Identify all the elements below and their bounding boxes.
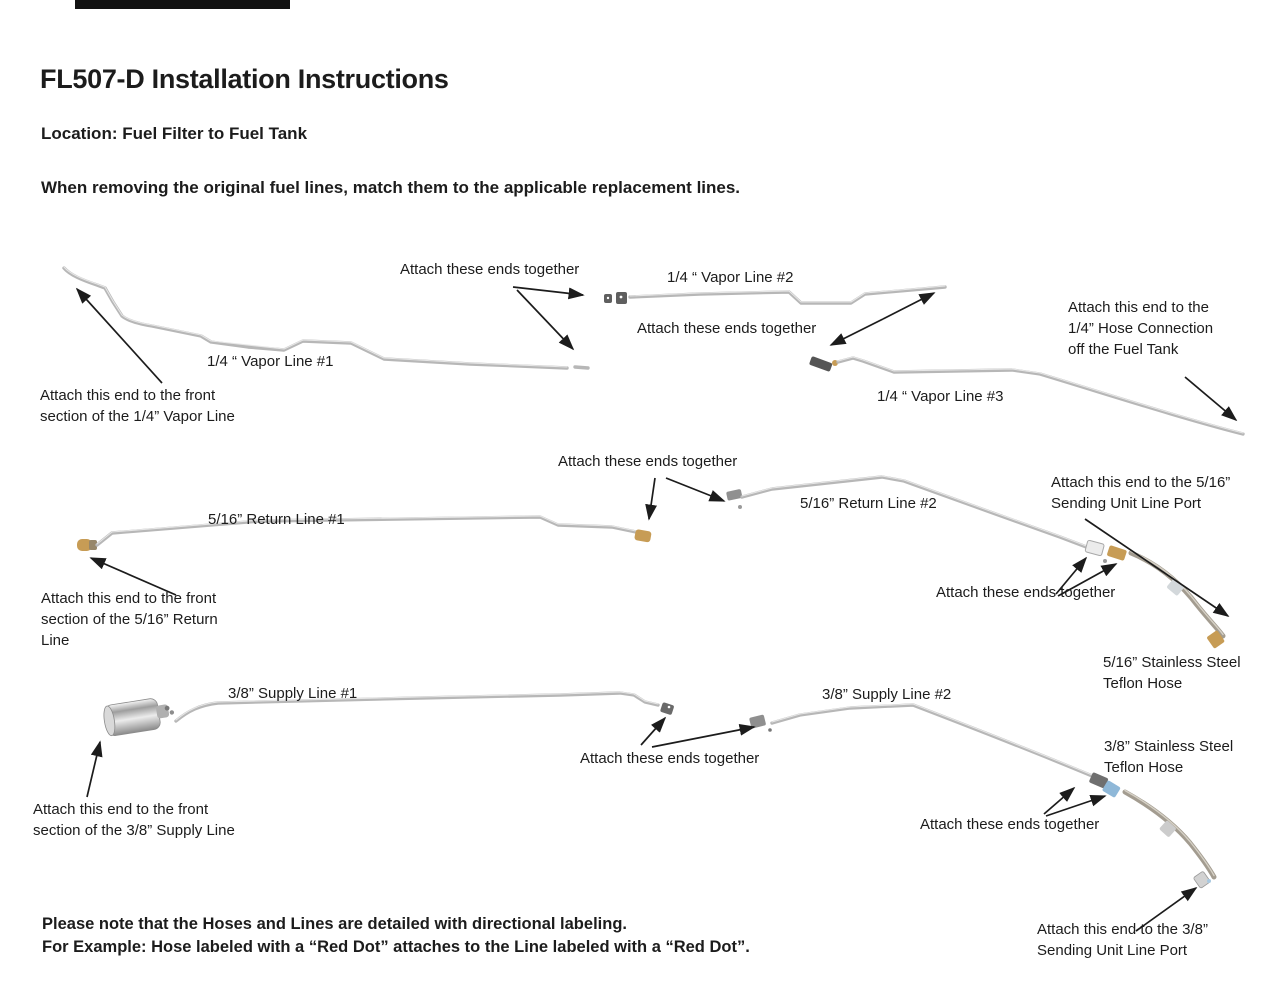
vapor-line-1-label: 1/4 “ Vapor Line #1 [207,353,334,370]
supply-stainless-hose-graphic [1122,789,1217,889]
vapor-tank-note: Attach this end to the 1/4” Hose Connect… [1068,299,1214,358]
fuel-filter-graphic [103,698,175,737]
arrow [1084,518,1230,617]
vapor-attach-ends-note-2: Attach these ends together [637,320,817,337]
vapor-line-3-graphic [809,356,1245,436]
arrow [829,318,884,346]
supply-front-note: Attach this end to the front section of … [33,801,235,839]
arrow [1135,887,1198,932]
return-line-1-label: 5/16” Return Line #1 [208,511,345,528]
return-line-2-graphic [726,475,1127,563]
intro-line: When removing the original fuel lines, m… [41,178,741,197]
arrow [75,287,163,384]
arrow [516,289,575,351]
arrow [1043,786,1076,815]
vapor-line-1-graphic [62,266,590,370]
arrow [1057,563,1118,597]
supply-hose-label: 3/8” Stainless Steel Teflon Hose [1104,738,1234,776]
arrow [89,557,177,596]
redacted-logo-bar [75,0,290,9]
supply-attach-ends-note-2: Attach these ends together [920,816,1100,833]
return-stainless-hose-graphic [1128,550,1226,649]
return-front-note: Attach this end to the front section of … [41,590,218,649]
return-attach-ends-note-2: Attach these ends together [936,584,1116,601]
supply-attach-ends-note-1: Attach these ends together [580,750,760,767]
return-line-2-label: 5/16” Return Line #2 [800,495,937,512]
vapor-line-2-graphic [604,285,947,305]
page-title: FL507-D Installation Instructions [40,64,449,94]
arrows-layer [75,286,1238,932]
footer-note-line-2: For Example: Hose labeled with a “Red Do… [42,938,750,956]
return-sending-unit-note: Attach this end to the 5/16” Sending Uni… [1051,474,1231,512]
supply-sending-unit-note: Attach this end to the 3/8” Sending Unit… [1037,921,1208,959]
vapor-line-3-label: 1/4 “ Vapor Line #3 [877,388,1004,405]
return-attach-ends-note-1: Attach these ends together [558,453,738,470]
supply-line-1-label: 3/8” Supply Line #1 [228,685,358,702]
arrow [645,477,657,521]
arrow [86,740,103,798]
return-hose-label: 5/16” Stainless Steel Teflon Hose [1103,654,1241,692]
arrow [1055,556,1088,595]
vapor-line-2-label: 1/4 “ Vapor Line #2 [667,269,794,286]
arrow [882,292,936,320]
arrow [665,477,726,502]
arrow [640,716,667,746]
arrow [512,286,585,300]
vapor-attach-ends-note-1: Attach these ends together [400,261,580,278]
arrow [651,723,756,748]
arrow [1184,376,1238,422]
supply-line-2-graphic [749,703,1121,798]
location-line: Location: Fuel Filter to Fuel Tank [41,124,308,143]
supply-line-2-label: 3/8” Supply Line #2 [822,686,952,703]
arrow [1045,795,1107,817]
footer-note-line-1: Please note that the Hoses and Lines are… [42,915,627,933]
vapor-front-note: Attach this end to the front section of … [40,387,235,425]
supply-line-1-graphic [174,691,674,723]
return-line-1-graphic [77,515,652,551]
